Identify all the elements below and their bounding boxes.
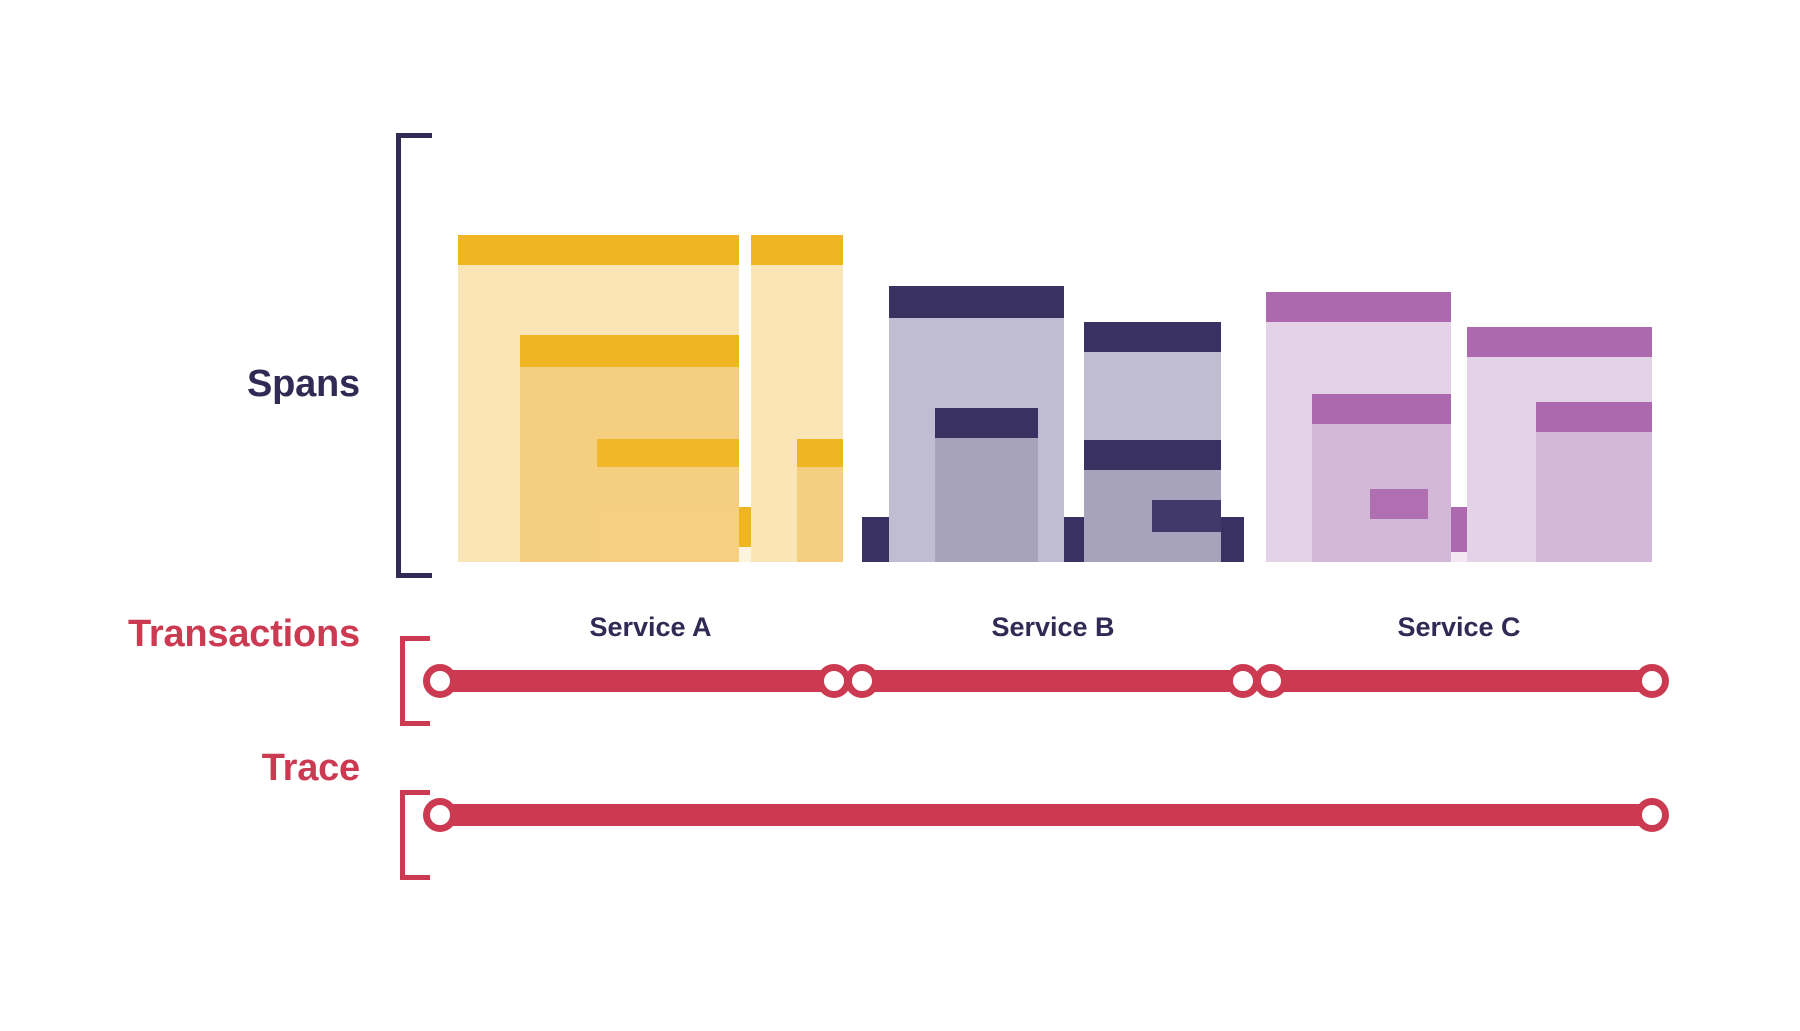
trace-row-label: Trace xyxy=(261,747,361,789)
trace-end-node xyxy=(1635,798,1669,832)
span-bar xyxy=(1536,402,1652,562)
span-header xyxy=(750,235,843,265)
trace-start-node xyxy=(423,798,457,832)
span-bar xyxy=(596,439,740,562)
transaction-3-line xyxy=(1271,670,1652,692)
service-group-a xyxy=(458,0,843,562)
trace-line xyxy=(440,804,1652,826)
span-header xyxy=(1466,327,1652,357)
span-header xyxy=(458,235,740,265)
spans-chart xyxy=(458,0,1652,562)
span-header xyxy=(1370,489,1429,519)
span-bar xyxy=(750,235,843,562)
transaction-1-line xyxy=(440,670,834,692)
transaction-3-end-node xyxy=(1635,664,1669,698)
service-group-b xyxy=(862,0,1244,562)
service-label-b: Service B xyxy=(991,612,1115,642)
service-label-c: Service C xyxy=(1397,612,1521,642)
span-header xyxy=(1083,322,1222,352)
transaction-1-start-node xyxy=(423,664,457,698)
span-header xyxy=(1266,292,1452,322)
transaction-2-line xyxy=(862,670,1243,692)
service-group-c xyxy=(1266,0,1652,562)
span-bar xyxy=(1370,489,1429,562)
transactions-bracket xyxy=(400,636,430,726)
span-bar xyxy=(1152,500,1222,562)
span-header xyxy=(1152,500,1222,532)
spans-bracket xyxy=(396,133,432,578)
span-header xyxy=(934,408,1038,438)
transaction-3-start-node xyxy=(1254,664,1288,698)
span-header xyxy=(796,439,843,467)
span-header xyxy=(596,439,740,467)
spans-row-label: Spans xyxy=(246,363,360,405)
span-bar xyxy=(934,408,1038,562)
span-header xyxy=(1083,440,1222,470)
trace-bracket xyxy=(400,790,430,880)
span-header xyxy=(1536,402,1652,432)
span-header xyxy=(1312,394,1452,424)
span-header xyxy=(519,335,740,367)
span-header xyxy=(888,286,1065,318)
service-label-a: Service A xyxy=(589,612,712,642)
transactions-row-label: Transactions xyxy=(127,613,360,655)
transaction-2-start-node xyxy=(845,664,879,698)
span-bar xyxy=(796,439,843,562)
